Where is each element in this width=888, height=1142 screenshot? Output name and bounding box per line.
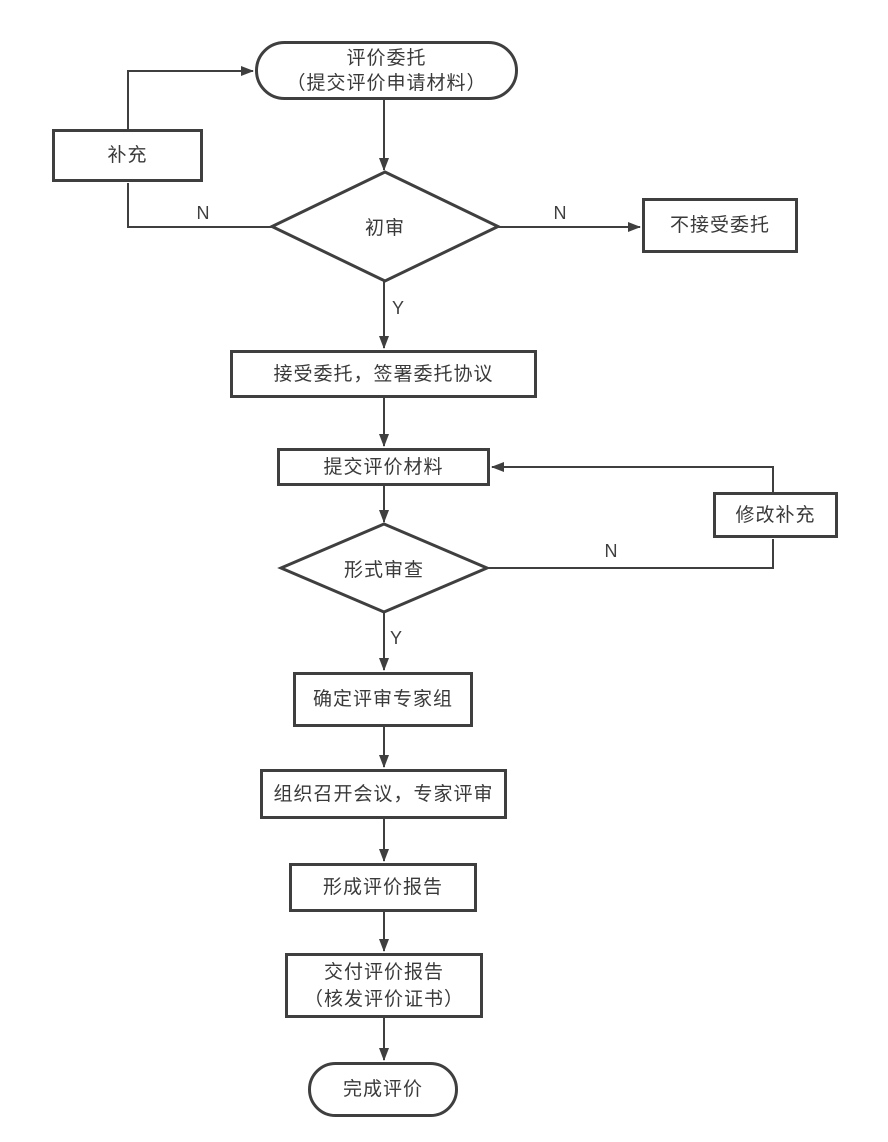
node-submit-materials: 提交评价材料 xyxy=(277,448,490,486)
edge-formal-review-no-to-revise xyxy=(487,539,774,569)
edge-revise-to-submit xyxy=(491,462,774,492)
edge-supplement-to-start xyxy=(127,66,254,130)
node-organize-meeting: 组织召开会议，专家评审 xyxy=(260,769,507,819)
supplement-label: 补充 xyxy=(107,145,148,166)
node-reject-commission: 不接受委托 xyxy=(642,198,798,253)
finish-label: 完成评价 xyxy=(342,1079,423,1100)
start-label-line1: 评价委托 xyxy=(346,47,427,69)
node-revise-supplement: 修改补充 xyxy=(713,492,838,538)
node-confirm-experts: 确定评审专家组 xyxy=(293,672,473,727)
initial-review-diamond-shape xyxy=(268,170,502,283)
accept-label: 接受委托，签署委托协议 xyxy=(273,363,494,385)
experts-label: 确定评审专家组 xyxy=(312,689,453,710)
edge-label-formal-yes: Y xyxy=(389,628,403,648)
node-finish-terminator: 完成评价 xyxy=(308,1062,458,1117)
edge-initial-review-no-to-supplement xyxy=(127,183,272,228)
node-deliver-report: 交付评价报告 （核发评价证书） xyxy=(285,953,483,1018)
formal-review-diamond-shape xyxy=(277,522,491,614)
edge-label-formal-no: N xyxy=(604,541,618,561)
deliver-label-line1: 交付评价报告 xyxy=(323,961,444,983)
revise-label: 修改补充 xyxy=(735,504,816,526)
node-accept-commission: 接受委托，签署委托协议 xyxy=(230,350,537,398)
edge-label-initial-no-left: N xyxy=(196,203,210,223)
edge-label-initial-no-right: N xyxy=(553,203,567,223)
node-supplement: 补充 xyxy=(52,129,203,182)
edge-label-initial-yes: Y xyxy=(391,298,405,318)
start-label-line2: （提交评价申请材料） xyxy=(286,72,487,94)
meeting-label: 组织召开会议，专家评审 xyxy=(273,783,494,805)
node-form-report: 形成评价报告 xyxy=(289,863,477,912)
node-start-terminator: 评价委托 （提交评价申请材料） xyxy=(255,41,518,100)
submit-label: 提交评价材料 xyxy=(323,456,444,478)
report-label: 形成评价报告 xyxy=(322,877,443,898)
reject-label: 不接受委托 xyxy=(669,215,770,236)
deliver-label-line2: （核发评价证书） xyxy=(303,988,464,1010)
